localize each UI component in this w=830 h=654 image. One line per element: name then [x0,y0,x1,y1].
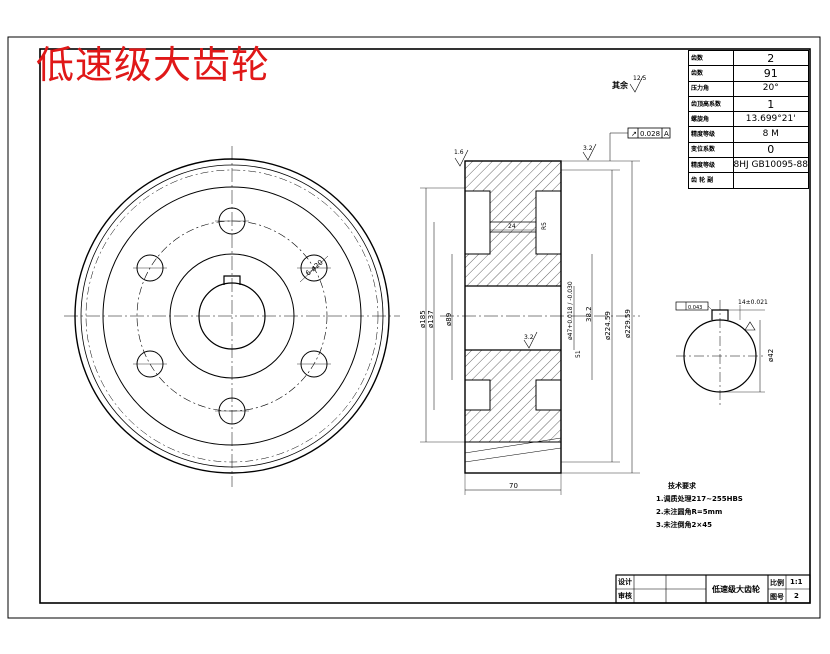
tolerance-symbol: ↗ [631,130,637,138]
param-value: 8 M [732,126,809,143]
note-item: 3.未注倒角2×45 [656,521,713,529]
front-view [64,146,400,487]
roughness-3-2-top: 3.2 [583,145,593,152]
dim-web-diameter: ø137 [427,310,435,328]
title-block-name: 低速级大齿轮 [712,585,760,594]
param-key: 压力角 [688,80,734,97]
checker-label: 审核 [618,592,632,600]
inner-frame [39,48,811,604]
dim-hub-diameter: ø185 [419,310,427,328]
param-key: 螺旋角 [688,111,734,128]
note-item: 2.未注圆角R=5mm [656,508,723,516]
outer-frame [7,36,821,619]
roughness-1-6: 1.6 [454,149,464,156]
sheet-value: 2 [794,592,799,600]
scale-value: 1:1 [790,578,803,586]
param-key: 齿顶高系数 [688,95,734,113]
param-value: 8HJ GB10095-88 [732,157,809,174]
param-key: 变位系数 [688,141,734,159]
technical-notes: 技术要求 1.调质处理217~255HBS 2.未注圆角R=5mm 3.未注倒角… [656,480,743,532]
param-value: 1 [732,95,809,113]
dim-bore2: 38.2 [585,306,593,322]
keyway-view [675,300,766,408]
dim-width: 70 [509,482,518,490]
param-value: 91 [732,65,809,82]
sheet-label: 图号 [770,593,784,601]
title-block [615,574,811,604]
dim-groove: 24 [508,223,516,230]
param-key: 精度等级 [688,126,734,143]
roughness-3-2-bore: 3.2 [524,334,534,341]
designer-label: 设计 [618,578,632,586]
dim-chamfer: R5 [541,222,548,230]
param-key: 齿数 [688,65,734,82]
keyway-tol-b: 14±0.021 [738,299,768,306]
surface-label: 其余 [612,80,629,90]
section-view [420,75,671,495]
param-value: 20° [732,80,809,97]
notes-heading: 技术要求 [668,482,696,490]
dim-bore: ø47+0.018 / -0.030 [567,281,574,340]
dim-keyh: 51 [575,350,582,358]
param-value: 13.699°21' [732,111,809,128]
drawing-title: 低速级大齿轮 [36,43,271,87]
param-key: 齿数 [688,49,734,67]
surface-value: 12.5 [633,75,647,82]
dim-outer: ø229.59 [624,309,632,338]
tolerance-value: 0.028 [640,130,660,138]
keyway-diameter: ø42 [767,349,775,362]
keyway-tol-a: 0.043 [688,305,702,311]
param-row: 齿 轮 副 [688,172,809,189]
note-item: 1.调质处理217~255HBS [656,495,743,503]
tolerance-datum: A [664,130,669,138]
param-value: 0 [732,141,809,159]
param-value [732,172,809,189]
param-key: 精度等级 [688,157,734,174]
param-key: 齿 轮 副 [688,172,734,189]
dim-hub: ø89 [445,313,453,326]
dim-pitch: ø224.59 [604,311,612,340]
param-value: 2 [732,49,809,67]
scale-label: 比例 [770,579,784,587]
